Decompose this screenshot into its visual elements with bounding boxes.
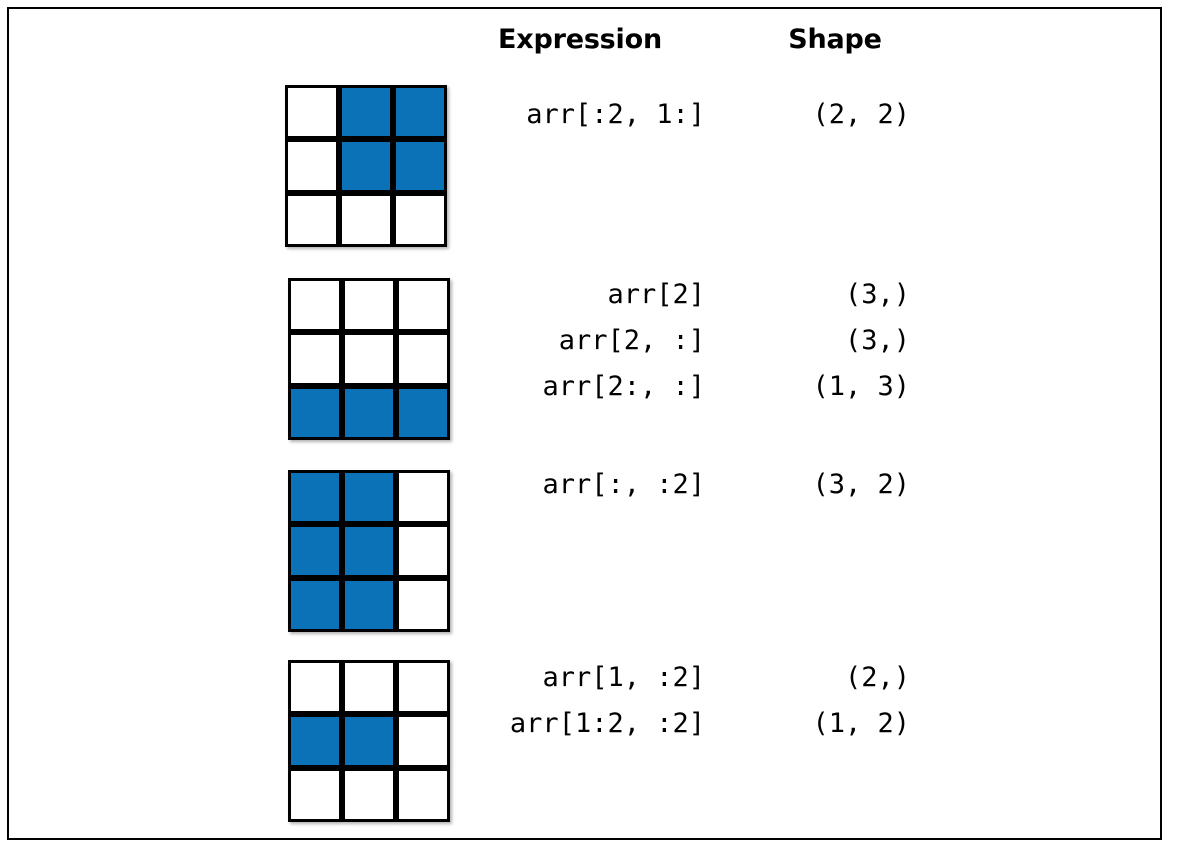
expression-list-2: arr[2] (3,) arr[2, :] (3,) arr[2:, :] (1, 3)	[455, 272, 910, 410]
expression-text: arr[1:2, :2]	[509, 708, 705, 739]
expression-text: arr[2, :]	[558, 325, 705, 356]
grid-cell	[396, 524, 450, 578]
grid-cell-selected	[339, 85, 393, 139]
shape-text: (1, 2)	[812, 708, 910, 739]
grid-row	[288, 768, 450, 822]
grid-cell-selected	[342, 578, 396, 632]
grid-cell	[342, 768, 396, 822]
array-grid-4	[288, 660, 450, 822]
array-grid-3	[288, 470, 450, 632]
grid-cell	[393, 193, 447, 247]
grid-cell-selected	[393, 139, 447, 193]
grid-cell-selected	[288, 524, 342, 578]
grid-row	[288, 386, 450, 440]
column-header-shape: Shape	[788, 24, 882, 55]
column-header-expression: Expression	[498, 24, 662, 55]
grid-cell-selected	[393, 85, 447, 139]
grid-cell-selected	[342, 714, 396, 768]
expression-row: arr[:, :2] (3, 2)	[455, 462, 910, 508]
grid-row	[288, 278, 450, 332]
expression-list-1: arr[:2, 1:] (2, 2)	[455, 92, 910, 138]
expression-text: arr[2]	[607, 279, 705, 310]
shape-text: (3,)	[844, 279, 910, 310]
expression-text: arr[2:, :]	[542, 371, 705, 402]
shape-text: (3, 2)	[812, 469, 910, 500]
grid-cell-selected	[288, 578, 342, 632]
grid-cell	[396, 470, 450, 524]
grid-cell	[396, 660, 450, 714]
grid-cell	[285, 193, 339, 247]
grid-cell	[396, 768, 450, 822]
grid-cell-selected	[396, 386, 450, 440]
grid-cell	[285, 139, 339, 193]
grid-row	[288, 524, 450, 578]
grid-cell	[396, 278, 450, 332]
shape-text: (2,)	[844, 662, 910, 693]
grid-row	[285, 85, 447, 139]
expression-row: arr[:2, 1:] (2, 2)	[455, 92, 910, 138]
grid-cell-selected	[342, 524, 396, 578]
shape-text: (3,)	[844, 325, 910, 356]
grid-cell	[285, 85, 339, 139]
grid-cell	[288, 278, 342, 332]
grid-cell	[342, 332, 396, 386]
grid-row	[288, 660, 450, 714]
expression-list-3: arr[:, :2] (3, 2)	[455, 462, 910, 508]
grid-cell	[288, 332, 342, 386]
expression-row: arr[1:2, :2] (1, 2)	[455, 701, 910, 747]
expression-text: arr[1, :2]	[542, 662, 705, 693]
shape-text: (2, 2)	[812, 99, 910, 130]
grid-cell	[396, 714, 450, 768]
grid-cell-selected	[342, 386, 396, 440]
shape-text: (1, 3)	[812, 371, 910, 402]
grid-cell-selected	[342, 470, 396, 524]
grid-cell	[342, 660, 396, 714]
grid-row	[285, 193, 447, 247]
array-grid-2	[288, 278, 450, 440]
grid-cell-selected	[339, 139, 393, 193]
expression-row: arr[2:, :] (1, 3)	[455, 364, 910, 410]
expression-row: arr[2] (3,)	[455, 272, 910, 318]
grid-cell-selected	[288, 714, 342, 768]
grid-cell	[288, 768, 342, 822]
grid-row	[288, 578, 450, 632]
grid-cell	[396, 578, 450, 632]
expression-row: arr[2, :] (3,)	[455, 318, 910, 364]
grid-row	[288, 714, 450, 768]
expression-list-4: arr[1, :2] (2,) arr[1:2, :2] (1, 2)	[455, 655, 910, 747]
grid-row	[285, 139, 447, 193]
grid-cell	[288, 660, 342, 714]
grid-cell	[339, 193, 393, 247]
expression-text: arr[:2, 1:]	[526, 99, 705, 130]
array-grid-1	[285, 85, 447, 247]
grid-cell-selected	[288, 386, 342, 440]
grid-cell	[342, 278, 396, 332]
grid-row	[288, 470, 450, 524]
grid-cell	[396, 332, 450, 386]
expression-text: arr[:, :2]	[542, 469, 705, 500]
expression-row: arr[1, :2] (2,)	[455, 655, 910, 701]
grid-cell-selected	[288, 470, 342, 524]
grid-row	[288, 332, 450, 386]
